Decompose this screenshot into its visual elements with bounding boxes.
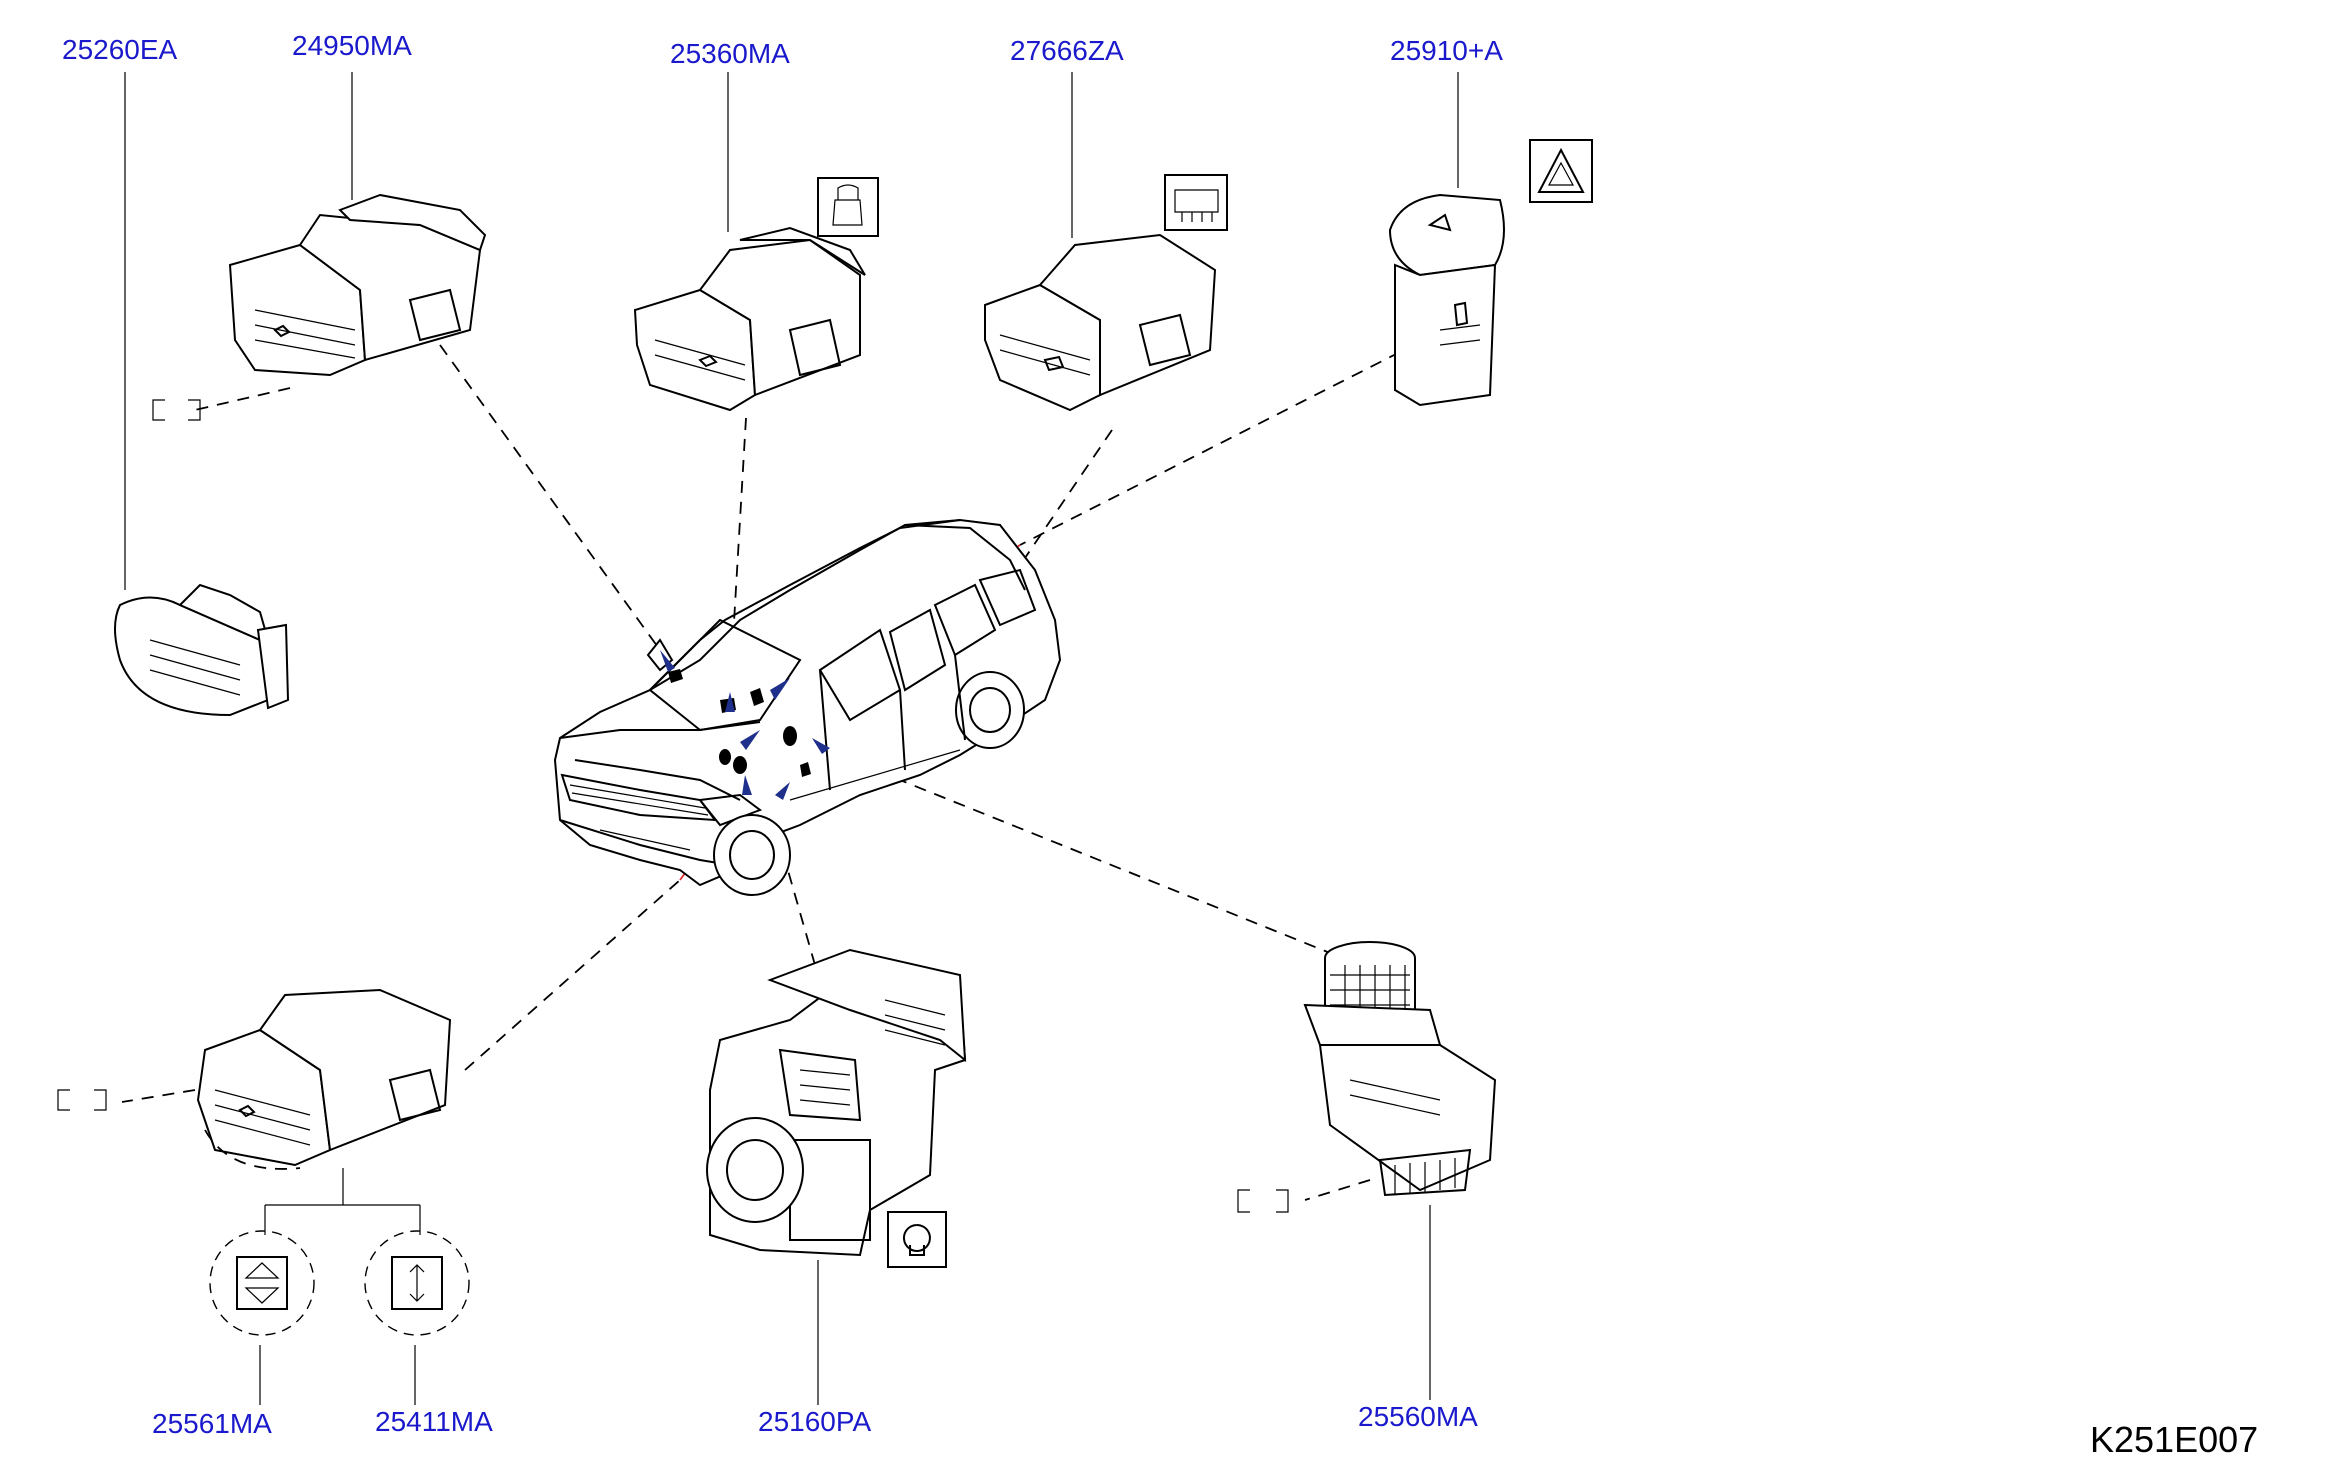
part-27666ZA-switch[interactable]	[984, 233, 1217, 412]
up-down-arrows-icon	[209, 1230, 315, 1336]
height-adjust-icon	[364, 1230, 470, 1336]
part-25360MA-switch[interactable]	[633, 226, 866, 412]
part-label-25411MA[interactable]: 25411MA	[375, 1406, 493, 1437]
part-24950MA-switch[interactable]	[228, 193, 487, 377]
part-25160PA-light-switch[interactable]	[706, 948, 967, 1257]
part-label-25561MA[interactable]: 25561MA	[152, 1408, 272, 1439]
part-label-25260EA[interactable]: 25260EA	[62, 34, 178, 65]
rear-defogger-icon	[1164, 174, 1228, 231]
part-label-27666ZA[interactable]: 27666ZA	[1010, 35, 1124, 66]
diagram-code: K251E007	[2090, 1419, 2259, 1460]
hazard-triangle-icon	[1529, 139, 1593, 203]
leader-lines	[124, 72, 1459, 1405]
option-brackets	[57, 399, 1289, 1213]
part-label-25160PA[interactable]: 25160PA	[758, 1406, 872, 1437]
part-label-24950MA[interactable]: 24950MA	[292, 30, 412, 61]
interior-light-bulb-icon	[887, 1211, 947, 1268]
part-window-switch-assembly[interactable]	[196, 988, 452, 1170]
part-label-25560MA[interactable]: 25560MA	[1358, 1401, 1478, 1432]
part-label-25360MA[interactable]: 25360MA	[670, 38, 790, 69]
dashed-leaders	[121, 344, 1401, 1201]
part-25260EA-switch[interactable]	[114, 583, 290, 717]
part-label-25910A[interactable]: 25910+A	[1390, 35, 1503, 66]
part-25910A-hazard-switch[interactable]	[1388, 193, 1505, 407]
vehicle-illustration	[553, 518, 1062, 896]
seat-heater-icon	[817, 177, 879, 237]
part-25560MA-knob-switch[interactable]	[1303, 941, 1497, 1197]
